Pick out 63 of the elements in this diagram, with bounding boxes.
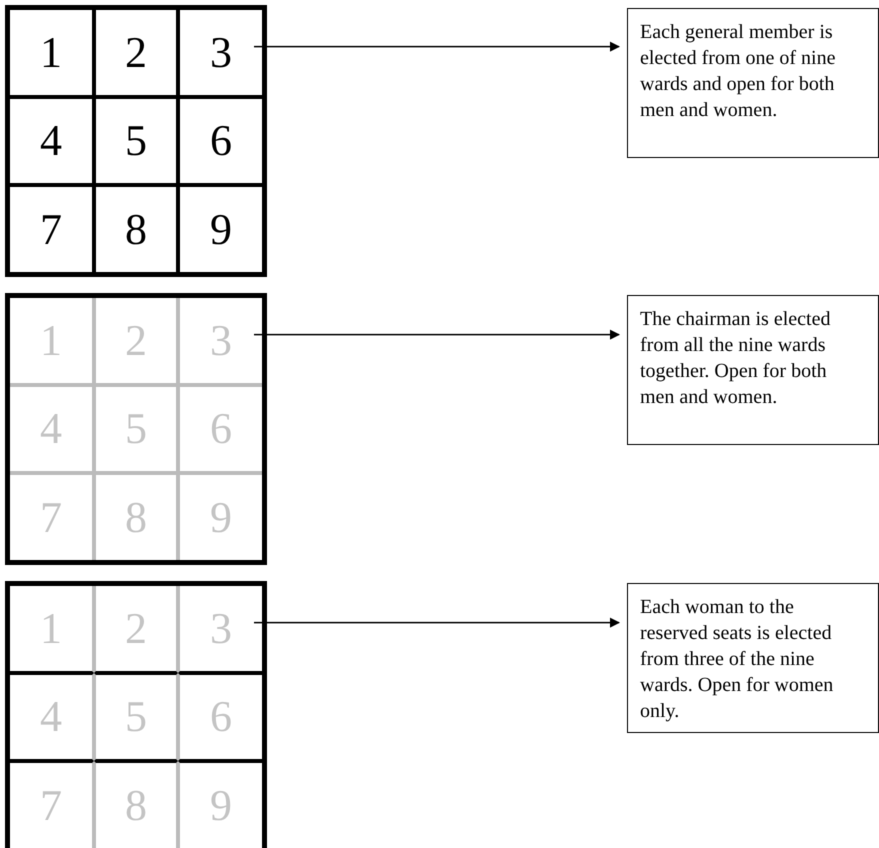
arrow bbox=[254, 330, 620, 340]
grid-frame bbox=[5, 293, 267, 565]
ward-cell bbox=[10, 586, 94, 674]
text-box: The chairman is elected from all the nine wards together. Open for both men and women. bbox=[627, 295, 879, 445]
ward-cell bbox=[178, 184, 262, 272]
ward-cell bbox=[94, 184, 178, 272]
ward-number: 4 bbox=[40, 115, 62, 166]
ward-cell bbox=[178, 10, 262, 98]
ward-number: 9 bbox=[210, 780, 232, 831]
ward-number: 1 bbox=[40, 315, 62, 366]
ward-cell bbox=[178, 298, 262, 386]
ward-number: 5 bbox=[125, 403, 147, 454]
ward-number: 5 bbox=[125, 691, 147, 742]
ward-number: 6 bbox=[210, 691, 232, 742]
ward-cell bbox=[94, 472, 178, 560]
ward-cell bbox=[94, 10, 178, 98]
ward-number: 9 bbox=[210, 492, 232, 543]
ward-cell bbox=[10, 673, 94, 761]
ward-cell bbox=[178, 760, 262, 848]
ward-cell bbox=[10, 760, 94, 848]
ward-cell bbox=[178, 97, 262, 185]
arrow bbox=[254, 618, 620, 628]
ward-number: 3 bbox=[210, 27, 232, 78]
ward-cell bbox=[94, 586, 178, 674]
ward-cell bbox=[10, 298, 94, 386]
ward-number: 7 bbox=[40, 204, 62, 255]
ward-cell bbox=[178, 385, 262, 473]
ward-number: 4 bbox=[40, 691, 62, 742]
ward-cell bbox=[10, 472, 94, 560]
ward-cell bbox=[10, 385, 94, 473]
ward-number: 1 bbox=[40, 603, 62, 654]
ward-cell bbox=[94, 385, 178, 473]
ward-cell bbox=[94, 760, 178, 848]
text-box: Each general member is elected from one of nine wards and open for both men and women. bbox=[627, 8, 879, 158]
ward-cell bbox=[178, 673, 262, 761]
ward-number: 4 bbox=[40, 403, 62, 454]
ward-number: 3 bbox=[210, 603, 232, 654]
ward-cell bbox=[10, 97, 94, 185]
ward-cell bbox=[94, 673, 178, 761]
arrow bbox=[254, 42, 620, 52]
ward-cell bbox=[178, 586, 262, 674]
ward-number: 2 bbox=[125, 27, 147, 78]
ward-number: 7 bbox=[40, 780, 62, 831]
ward-number: 1 bbox=[40, 27, 62, 78]
ward-number: 9 bbox=[210, 204, 232, 255]
ward-number: 8 bbox=[125, 204, 147, 255]
ward-number: 2 bbox=[125, 603, 147, 654]
ward-number: 6 bbox=[210, 115, 232, 166]
ward-cell bbox=[94, 97, 178, 185]
ward-number: 8 bbox=[125, 780, 147, 831]
grid-frame bbox=[5, 5, 267, 277]
ward-number: 6 bbox=[210, 403, 232, 454]
ward-cell bbox=[10, 10, 94, 98]
ward-number: 5 bbox=[125, 115, 147, 166]
ward-number: 3 bbox=[210, 315, 232, 366]
ward-number: 2 bbox=[125, 315, 147, 366]
ward-number: 7 bbox=[40, 492, 62, 543]
grid-frame bbox=[5, 581, 267, 848]
ward-cell bbox=[178, 472, 262, 560]
ward-number: 8 bbox=[125, 492, 147, 543]
ward-cell bbox=[10, 184, 94, 272]
ward-cell bbox=[94, 298, 178, 386]
text-box: Each woman to the reserved seats is elected from three of the nine wards. Open for women only. bbox=[627, 583, 879, 733]
